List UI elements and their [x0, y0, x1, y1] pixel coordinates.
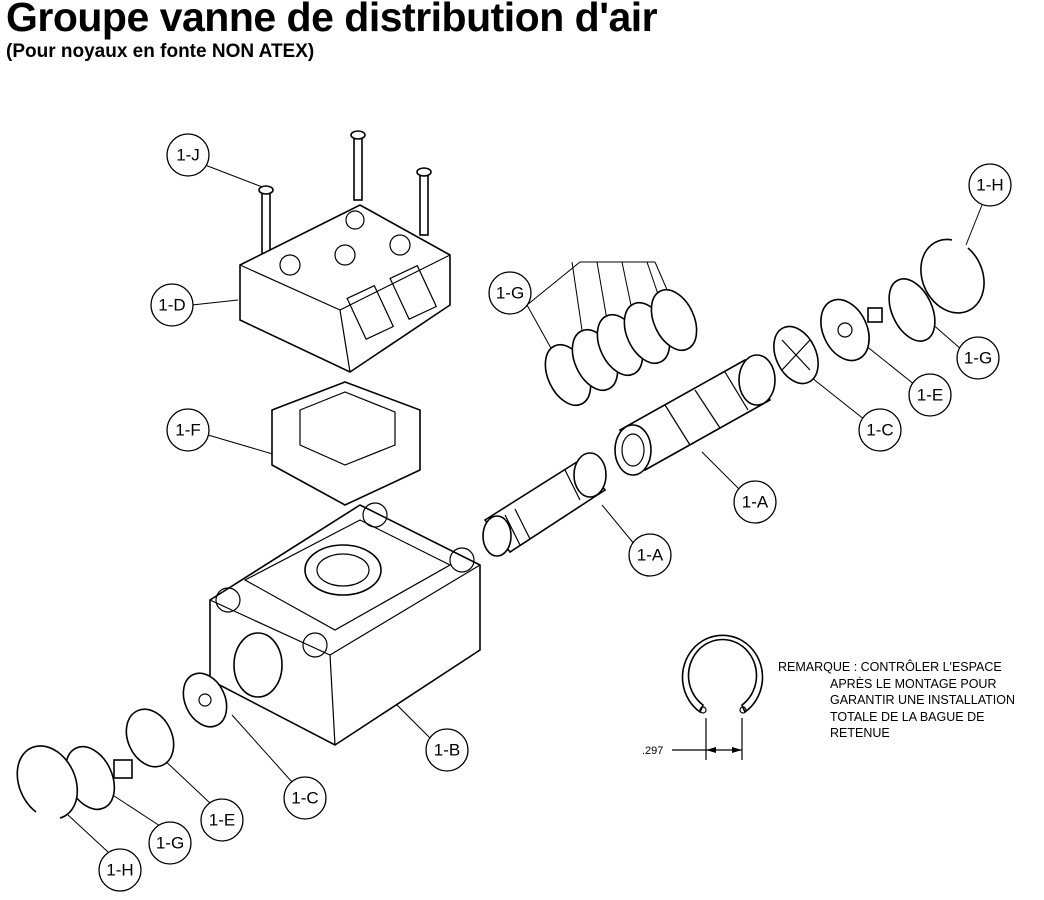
left-end-parts [16, 672, 228, 819]
page-subtitle: (Pour noyaux en fonte NON ATEX) [6, 41, 315, 62]
callout-1j: 1-J [166, 133, 210, 177]
callout-1h-right: 1-H [968, 163, 1012, 207]
svg-text:1-H: 1-H [106, 861, 133, 880]
svg-text:1-F: 1-F [175, 421, 201, 440]
callout-1e-right: 1-E [908, 373, 952, 417]
svg-text:1-C: 1-C [291, 789, 318, 808]
note-line: RETENUE [830, 726, 890, 740]
svg-text:1-G: 1-G [156, 834, 184, 853]
svg-text:1-H: 1-H [976, 176, 1003, 195]
retaining-ring-detail [672, 634, 764, 760]
callout-1a-lower: 1-A [628, 533, 672, 577]
svg-text:1-A: 1-A [742, 493, 769, 512]
callout-1c-left: 1-C [283, 776, 327, 820]
gasket-1f [271, 381, 421, 506]
svg-text:1-A: 1-A [637, 546, 664, 565]
spool-1a [482, 452, 607, 557]
svg-text:1-E: 1-E [917, 386, 943, 405]
callout-1e-left: 1-E [200, 798, 244, 842]
callout-1h-left: 1-H [98, 848, 142, 892]
note-line: APRÈS LE MONTAGE POUR [830, 676, 997, 691]
gap-dimension: .297 [642, 745, 664, 757]
callout-1g-right: 1-G [956, 336, 1000, 380]
sleeve-1a [614, 354, 776, 476]
svg-text:1-G: 1-G [496, 284, 524, 303]
right-end-parts [773, 238, 985, 385]
svg-text:1-B: 1-B [434, 741, 460, 760]
svg-text:1-E: 1-E [209, 811, 235, 830]
installation-note: REMARQUE : CONTRÔLER L'ESPACE APRÈS LE M… [778, 659, 1015, 742]
callout-1f: 1-F [166, 408, 210, 452]
svg-text:1-C: 1-C [866, 421, 893, 440]
o-rings-1g [544, 288, 698, 407]
callout-1g-left: 1-G [148, 821, 192, 865]
page-title: Groupe vanne de distribution d'air [6, 0, 658, 40]
note-line: TOTALE DE LA BAGUE DE [830, 709, 985, 724]
note-line: GARANTIR UNE INSTALLATION [830, 693, 1015, 707]
valve-body-1b [209, 502, 481, 746]
callout-1g-top: 1-G [488, 271, 532, 315]
callout-1d: 1-D [150, 283, 194, 327]
callout-1c-right: 1-C [858, 408, 902, 452]
svg-text:1-D: 1-D [158, 296, 185, 315]
note-line: REMARQUE : CONTRÔLER L'ESPACE [778, 660, 1002, 674]
svg-text:1-G: 1-G [964, 349, 992, 368]
callout-1a-upper: 1-A [733, 480, 777, 524]
svg-text:1-J: 1-J [176, 146, 200, 165]
callout-1b: 1-B [425, 728, 469, 772]
valve-cover-1d [239, 204, 451, 373]
